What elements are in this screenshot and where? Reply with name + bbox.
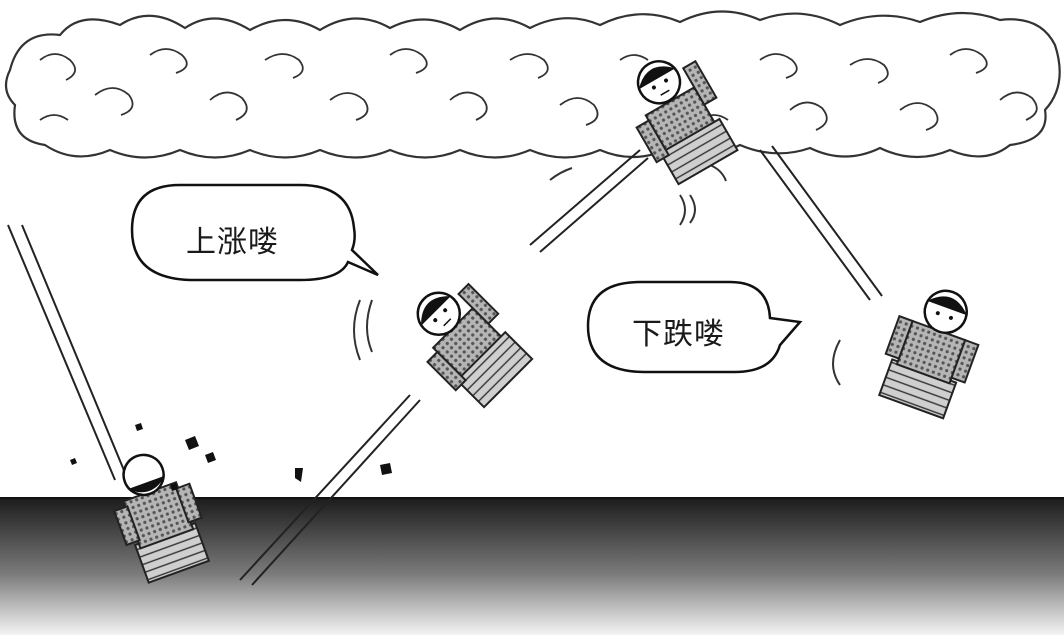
bubble-text-down: 下跌喽: [632, 317, 725, 352]
debris: [70, 423, 392, 491]
bubble-text-up: 上涨喽: [186, 225, 279, 260]
cloud-band: [4, 10, 1061, 159]
speech-bubble-up: [130, 183, 379, 282]
soldier-falling: [877, 289, 980, 420]
speech-bubble-down: [586, 280, 803, 374]
soldier-peak: [635, 59, 739, 186]
soldier-crashing: [112, 453, 211, 584]
trajectory-lines: [7, 145, 883, 586]
soldier-rising: [416, 282, 534, 409]
